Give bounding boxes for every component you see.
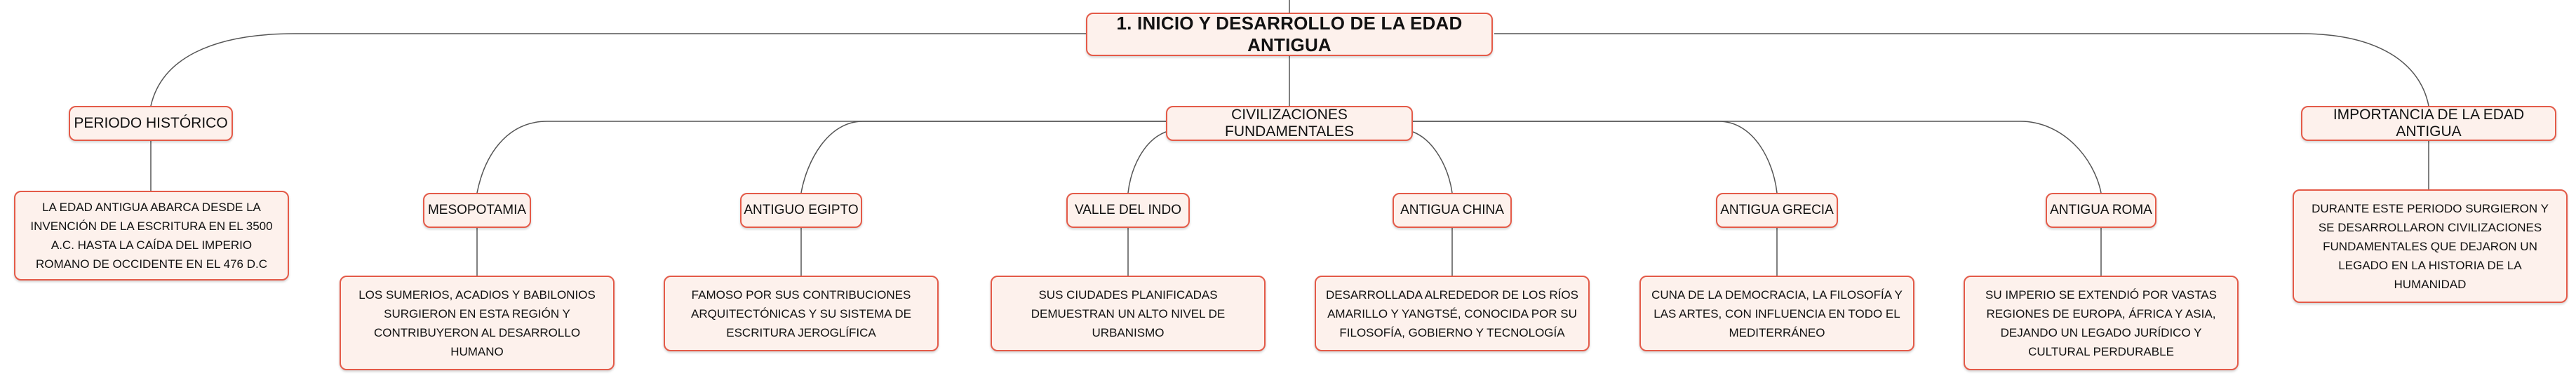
node-antigua-china-text: DESARROLLADA ALREDEDOR DE LOS RÍOS AMARI… [1326, 288, 1578, 339]
root-node[interactable]: 1. INICIO Y DESARROLLO DE LA EDAD ANTIGU… [1086, 13, 1493, 56]
node-antigua-roma-label: ANTIGUA ROMA [2050, 203, 2152, 217]
node-importancia-text: DURANTE ESTE PERIODO SURGIERON Y SE DESA… [2312, 201, 2549, 291]
node-antiguo-egipto-text: FAMOSO POR SUS CONTRIBUCIONES ARQUITECTÓ… [691, 288, 911, 339]
root-node-label: 1. INICIO Y DESARROLLO DE LA EDAD ANTIGU… [1116, 13, 1463, 55]
node-valle-del-indo-label: VALLE DEL INDO [1074, 203, 1182, 217]
node-civilizaciones-fundamentales[interactable]: CIVILIZACIONES FUNDAMENTALES [1166, 106, 1413, 141]
node-antiguo-egipto-description[interactable]: FAMOSO POR SUS CONTRIBUCIONES ARQUITECTÓ… [664, 276, 939, 351]
node-antigua-grecia-text: CUNA DE LA DEMOCRACIA, LA FILOSOFÍA Y LA… [1651, 288, 1903, 339]
node-valle-del-indo[interactable]: VALLE DEL INDO [1066, 193, 1190, 228]
node-valle-del-indo-text: SUS CIUDADES PLANIFICADAS DEMUESTRAN UN … [1031, 288, 1226, 339]
node-periodo-historico-description[interactable]: LA EDAD ANTIGUA ABARCA DESDE LA INVENCIÓ… [14, 191, 289, 281]
node-importancia-description[interactable]: DURANTE ESTE PERIODO SURGIERON Y SE DESA… [2293, 189, 2568, 303]
node-importancia[interactable]: IMPORTANCIA DE LA EDAD ANTIGUA [2301, 106, 2556, 141]
node-antigua-china[interactable]: ANTIGUA CHINA [1393, 193, 1512, 228]
node-antigua-grecia-label: ANTIGUA GRECIA [1720, 203, 1834, 217]
connector-civ-china [1412, 131, 1453, 194]
node-periodo-historico-text: LA EDAD ANTIGUA ABARCA DESDE LA INVENCIÓ… [30, 201, 273, 271]
node-antigua-roma-text: SU IMPERIO SE EXTENDIÓ POR VASTAS REGION… [1985, 288, 2217, 358]
connector-root-importancia [1494, 33, 2429, 107]
node-antiguo-egipto-label: ANTIGUO EGIPTO [744, 203, 859, 217]
connector-civ-egipto [800, 121, 1166, 194]
node-importancia-label: IMPORTANCIA DE LA EDAD ANTIGUA [2333, 107, 2525, 140]
connector-root-periodo [150, 33, 1086, 107]
node-antigua-roma[interactable]: ANTIGUA ROMA [2046, 193, 2156, 228]
node-antigua-china-label: ANTIGUA CHINA [1400, 203, 1504, 217]
node-antiguo-egipto[interactable]: ANTIGUO EGIPTO [740, 193, 862, 228]
connector-civ-mesopotamia [476, 121, 1166, 194]
node-civilizaciones-label: CIVILIZACIONES FUNDAMENTALES [1225, 107, 1354, 140]
connector-civ-indo [1127, 131, 1167, 194]
node-mesopotamia-label: MESOPOTAMIA [427, 203, 527, 217]
node-antigua-china-description[interactable]: DESARROLLADA ALREDEDOR DE LOS RÍOS AMARI… [1315, 276, 1590, 351]
node-mesopotamia-text: LOS SUMERIOS, ACADIOS Y BABILONIOS SURGI… [358, 288, 596, 358]
node-valle-del-indo-description[interactable]: SUS CIUDADES PLANIFICADAS DEMUESTRAN UN … [991, 276, 1266, 351]
node-antigua-roma-description[interactable]: SU IMPERIO SE EXTENDIÓ POR VASTAS REGION… [1964, 276, 2239, 370]
node-mesopotamia-description[interactable]: LOS SUMERIOS, ACADIOS Y BABILONIOS SURGI… [340, 276, 615, 370]
node-antigua-grecia[interactable]: ANTIGUA GRECIA [1716, 193, 1838, 228]
node-mesopotamia[interactable]: MESOPOTAMIA [423, 193, 531, 228]
node-periodo-historico-label: PERIODO HISTÓRICO [74, 115, 228, 131]
node-antigua-grecia-description[interactable]: CUNA DE LA DEMOCRACIA, LA FILOSOFÍA Y LA… [1639, 276, 1914, 351]
connector-civ-grecia [1413, 121, 1778, 194]
connector-civ-roma [1413, 121, 2102, 194]
node-periodo-historico[interactable]: PERIODO HISTÓRICO [69, 106, 233, 141]
